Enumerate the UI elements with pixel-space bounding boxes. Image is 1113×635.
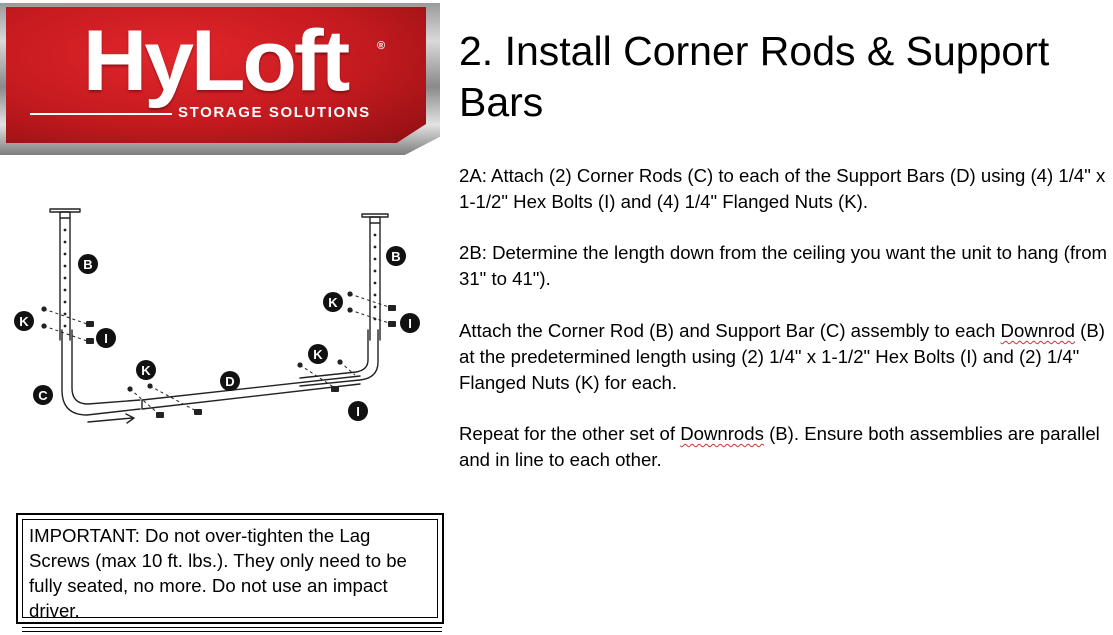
- left-corner-rod: [61, 329, 141, 416]
- callout-k-upper-right: K: [323, 292, 343, 312]
- left-ceiling-bracket: [49, 208, 81, 213]
- repeat-text-end: (B). Ensure both assemblies are parallel…: [459, 423, 1100, 470]
- callout-k-upper-right-label: K: [328, 295, 338, 310]
- callout-k-mid: K: [136, 360, 156, 380]
- support-bar: [141, 375, 361, 410]
- callout-i-left: I: [96, 328, 116, 348]
- callout-k-right: K: [308, 344, 328, 364]
- attach-text-end: (B) at the predetermined length using (2…: [459, 320, 1105, 393]
- downrods-term: Downrods: [680, 423, 764, 444]
- brand-logo: [6, 7, 426, 143]
- callout-c: C: [33, 385, 53, 405]
- important-note-box: IMPORTANT: Do not over-tighten the Lag S…: [16, 513, 444, 624]
- callout-d: D: [220, 371, 240, 391]
- step-2a-text: 2A: Attach (2) Corner Rods (C) to each o…: [459, 165, 1106, 212]
- callout-i-right: I: [348, 401, 368, 421]
- right-downrod: [369, 222, 381, 341]
- callout-b-right: B: [386, 246, 406, 266]
- right-ceiling-bracket: [361, 213, 389, 218]
- callout-c-label: C: [38, 388, 48, 403]
- logo-divider: [30, 113, 172, 115]
- attach-text-start: Attach the Corner Rod (B) and Support Ba…: [459, 320, 1001, 341]
- insert-arrow: [87, 413, 135, 424]
- brand-wordmark: HyLoft: [82, 13, 351, 109]
- callout-k-mid-label: K: [141, 363, 151, 378]
- callout-b-right-label: B: [391, 249, 400, 264]
- assembly-diagram: B B K I C K D K I K I: [14, 208, 420, 424]
- callout-b-left: B: [78, 254, 98, 274]
- attach-assembly-text: Attach the Corner Rod (B) and Support Ba…: [459, 318, 1109, 396]
- callout-k-right-label: K: [313, 347, 323, 362]
- callout-i-upper-right-label: I: [408, 316, 412, 331]
- note-box-underline: [22, 627, 442, 632]
- left-downrod: [59, 217, 71, 341]
- downrod-term: Downrod: [1000, 320, 1075, 341]
- registered-mark: ®: [377, 40, 386, 52]
- repeat-text-start: Repeat for the other set of: [459, 423, 681, 444]
- callout-i-upper-right: I: [400, 313, 420, 333]
- callout-i-right-label: I: [356, 404, 360, 419]
- callout-d-label: D: [225, 374, 234, 389]
- repeat-instruction-text: Repeat for the other set of Downrods (B)…: [459, 421, 1109, 473]
- step-2b-text: 2B: Determine the length down from the c…: [459, 242, 1108, 289]
- page-title: 2. Install Corner Rods & Support Bars: [459, 28, 1050, 125]
- callout-k-left: K: [14, 311, 34, 331]
- callout-k-left-label: K: [19, 314, 29, 329]
- important-note-text: IMPORTANT: Do not over-tighten the Lag S…: [22, 519, 438, 621]
- callout-b-left-label: B: [83, 257, 92, 272]
- right-corner-rod: [299, 329, 379, 387]
- callout-i-left-label: I: [104, 331, 108, 346]
- brand-tagline: STORAGE SOLUTIONS: [178, 104, 371, 121]
